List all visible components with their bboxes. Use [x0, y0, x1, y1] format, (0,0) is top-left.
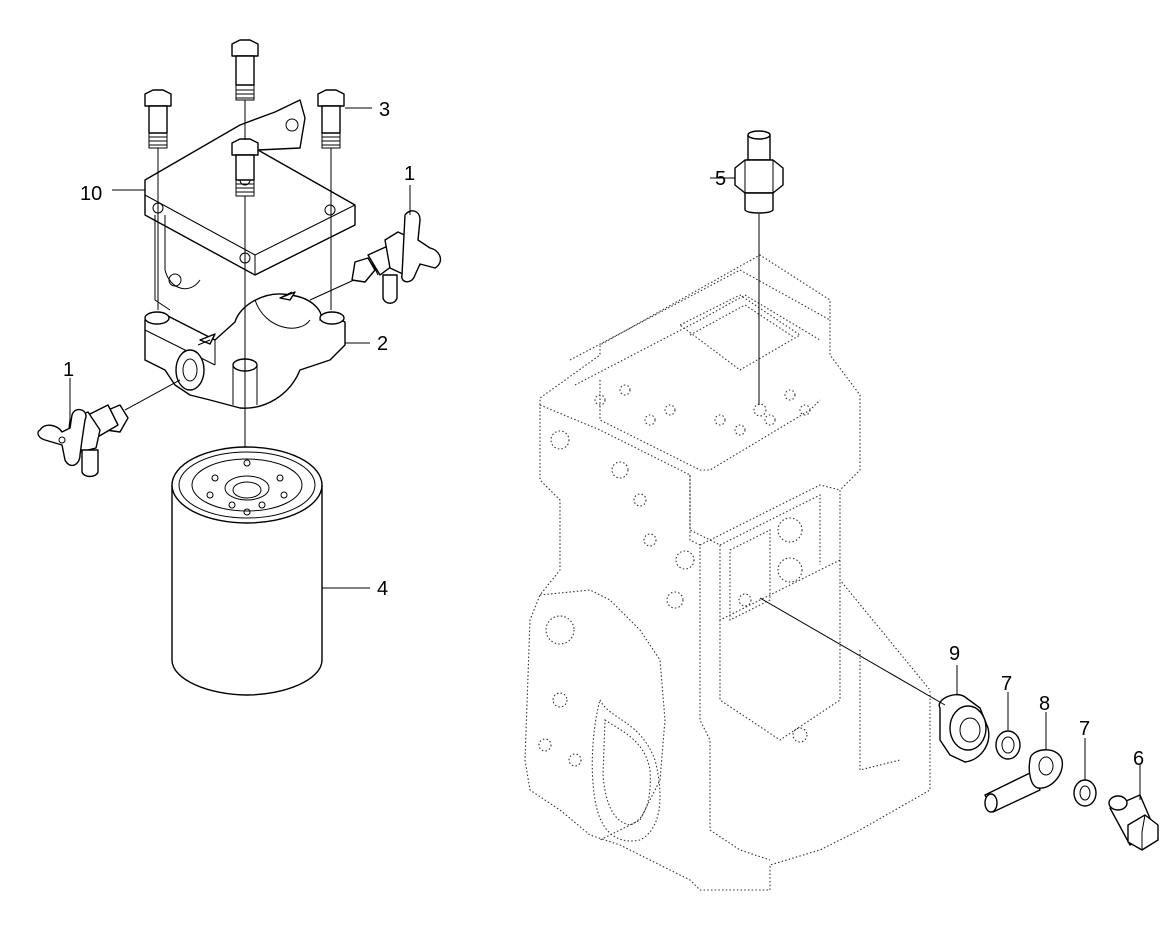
callout-7-b: 7	[1079, 718, 1090, 740]
engine-block	[524, 254, 931, 891]
part-1-valve-right[interactable]	[351, 210, 442, 304]
callout-4: 4	[377, 578, 388, 600]
callout-1-left: 1	[63, 359, 74, 381]
part-3-bolts[interactable]	[144, 39, 345, 197]
callout-leaders	[69, 107, 1141, 800]
bolt-right[interactable]	[317, 89, 345, 149]
part-7-washer-b[interactable]	[1073, 779, 1097, 807]
callout-1-right: 1	[404, 163, 415, 185]
callout-10: 10	[80, 183, 102, 205]
callout-6: 6	[1133, 748, 1144, 770]
callout-2: 2	[377, 333, 388, 355]
part-5-sender[interactable]	[734, 130, 784, 405]
bolt-top[interactable]	[231, 39, 259, 101]
part-9-adapter[interactable]	[759, 597, 990, 763]
part-8-banjo[interactable]	[984, 749, 1064, 813]
part-6-banjo-bolt[interactable]	[1108, 794, 1159, 851]
callout-5: 5	[715, 168, 726, 190]
callout-labels: 1 1 2 3 4 5 6 7 7 8 9 10	[63, 99, 1144, 770]
part-7-washer-a[interactable]	[995, 730, 1021, 760]
bolt-left[interactable]	[144, 89, 172, 149]
bolt-front[interactable]	[231, 138, 259, 197]
part-1-valve-left[interactable]	[37, 404, 129, 478]
callout-3: 3	[379, 99, 390, 121]
part-4-filter-cartridge[interactable]	[171, 446, 323, 696]
callout-9: 9	[949, 643, 960, 665]
callout-7-a: 7	[1001, 673, 1012, 695]
callout-8: 8	[1039, 693, 1050, 715]
assembly-lines-left	[124, 100, 366, 460]
